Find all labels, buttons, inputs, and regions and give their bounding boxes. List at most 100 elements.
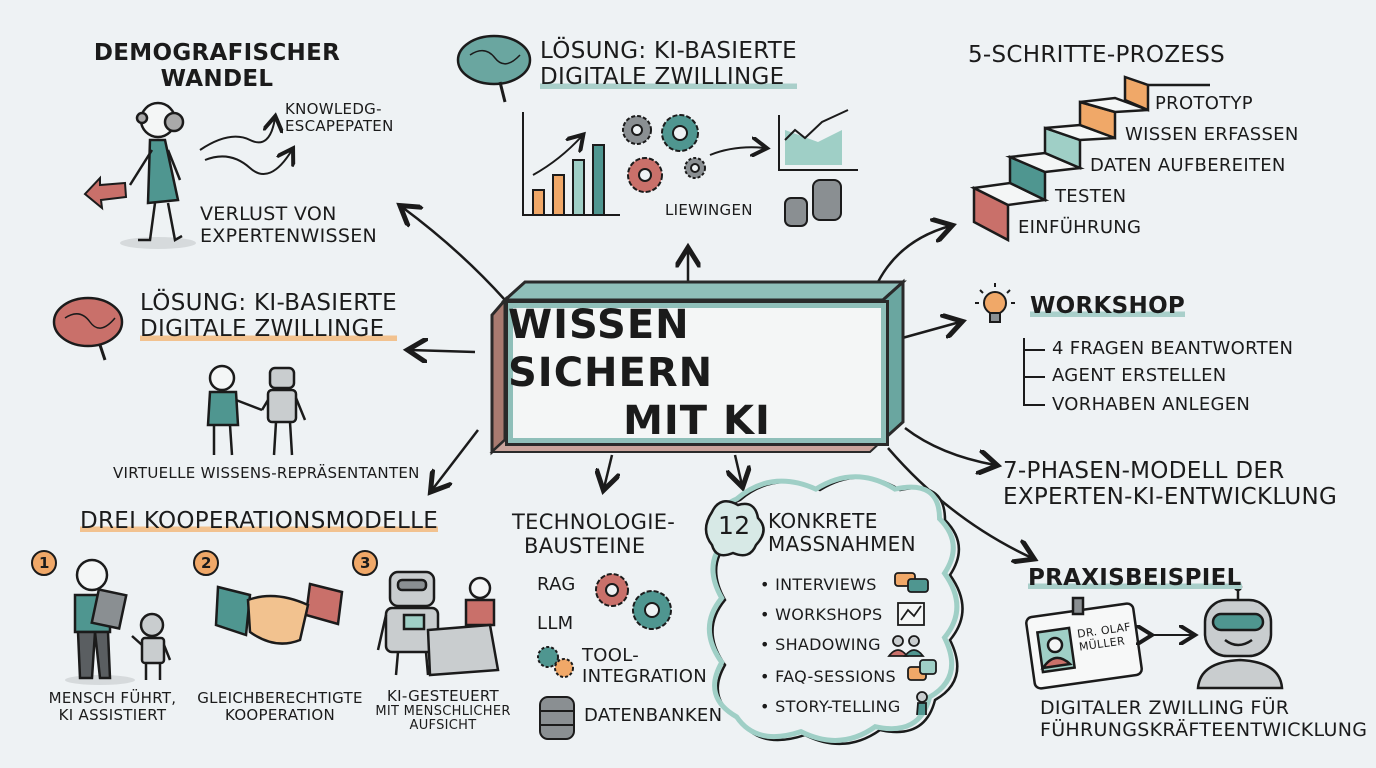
technologie-title-line1: TECHNOLOGIE- bbox=[512, 510, 676, 534]
technologie-title-line2: BAUSTEINE bbox=[524, 534, 646, 559]
human-leads-icon bbox=[65, 558, 172, 685]
praxis-caption: DIGITALER ZWILLING FÜR FÜHRUNGSKRÄFTEENT… bbox=[1040, 697, 1368, 742]
center-title-line1: WISSEN SICHERN bbox=[508, 302, 714, 396]
brain-icon-teal bbox=[456, 34, 532, 103]
massnahme-item-3: • SHADOWING bbox=[760, 635, 881, 654]
stairs-icon bbox=[969, 75, 1210, 243]
brain-icon-red bbox=[52, 296, 124, 361]
model-2-line2: KOOPERATION bbox=[225, 706, 335, 725]
arrow-process bbox=[876, 226, 950, 283]
praxis-caption-line1: DIGITALER ZWILLING FÜR bbox=[1040, 697, 1290, 719]
model-3-line2: MIT MENSCHLICHER bbox=[375, 703, 511, 719]
massnahmen-title-line1: KONKRETE bbox=[768, 509, 878, 533]
arrow-phasen bbox=[904, 427, 995, 465]
workshop-tree-lines bbox=[1023, 338, 1045, 406]
robot-controls-icon bbox=[376, 570, 500, 677]
model-1-number: 1 bbox=[39, 554, 50, 572]
knowledge-note-line2: ESCAPEPATEN bbox=[285, 117, 394, 136]
workshop-item-3: VORHABEN ANLEGEN bbox=[1052, 394, 1251, 415]
solution-top-title-line1: LÖSUNG: KI-BASIERTE bbox=[540, 38, 797, 64]
demografie-title: DEMOGRAFISCHER WANDEL bbox=[92, 40, 342, 93]
tech-tool-line2: INTEGRATION bbox=[582, 665, 708, 687]
process-step-2: WISSEN ERFASSEN bbox=[1125, 124, 1299, 145]
solution-top-title: LÖSUNG: KI-BASIERTE DIGITALE ZWILLINGE bbox=[540, 38, 797, 91]
arrow-praxis bbox=[887, 447, 1032, 558]
process-step-4: TESTEN bbox=[1055, 186, 1127, 207]
handshake-icon bbox=[214, 582, 344, 645]
tech-llm: LLM bbox=[537, 613, 574, 634]
model-3-line1: KI-GESTEUERT bbox=[386, 687, 500, 705]
praxis-title: PRAXISBEISPIEL bbox=[1028, 565, 1242, 592]
arrow-workshop bbox=[894, 322, 960, 342]
solution-top-label: LIEWINGEN bbox=[665, 201, 753, 219]
model-2-line1: GLEICHBERECHTIGTE bbox=[197, 689, 363, 707]
human-robot-handshake-icon bbox=[206, 364, 307, 456]
workshop-title: WORKSHOP bbox=[1030, 293, 1186, 320]
solution-top-title-line2: DIGITALE ZWILLINGE bbox=[540, 64, 797, 91]
model-2-caption: GLEICHBERECHTIGTE KOOPERATION bbox=[195, 689, 365, 725]
center-title-line2: MIT KI bbox=[623, 398, 771, 444]
massnahme-item-4: • FAQ-SESSIONS bbox=[760, 667, 896, 686]
workshop-item-2: AGENT ERSTELLEN bbox=[1052, 365, 1227, 386]
massnahmen-title-line2: MASSNAHMEN bbox=[768, 532, 916, 556]
datenbanken-icon bbox=[539, 696, 575, 740]
model-3-number: 3 bbox=[360, 554, 371, 572]
massnahme-item-1: • INTERVIEWS bbox=[760, 575, 877, 594]
tool-gears-icon bbox=[537, 646, 574, 678]
tech-tool-line1: TOOL- bbox=[582, 645, 640, 666]
process-title: 5-SCHRITTE-PROZESS bbox=[968, 42, 1226, 68]
model-1-line2: KI ASSISTIERT bbox=[58, 706, 167, 725]
database-icon bbox=[784, 179, 842, 227]
flow-arrows-icon bbox=[199, 118, 292, 175]
arrow-technologie bbox=[604, 454, 612, 488]
technologie-title: TECHNOLOGIE- BAUSTEINE bbox=[512, 510, 675, 558]
process-step-5: EINFÜHRUNG bbox=[1018, 217, 1142, 238]
kooperation-title: DREI KOOPERATIONSMODELLE bbox=[80, 508, 439, 535]
arrow-solution-left bbox=[410, 350, 476, 352]
massnahmen-icons bbox=[887, 572, 937, 716]
model-1-caption: MENSCH FÜHRT, KI ASSISTIERT bbox=[45, 689, 180, 725]
bar-chart-icon bbox=[522, 112, 620, 216]
workshop-item-1: 4 FRAGEN BEANTWORTEN bbox=[1052, 338, 1294, 359]
process-step-3: DATEN AUFBEREITEN bbox=[1090, 155, 1286, 176]
solution-left-title-line1: LÖSUNG: KI-BASIERTE bbox=[140, 290, 397, 316]
demografie-title-line1: DEMOGRAFISCHER bbox=[93, 40, 341, 66]
model-1-line1: MENSCH FÜHRT, bbox=[48, 689, 177, 707]
arrow-demografie bbox=[402, 207, 506, 301]
robot-icon-praxis bbox=[1196, 582, 1284, 690]
tech-tool-integration: TOOL- INTEGRATION bbox=[582, 645, 708, 687]
knowledge-note: KNOWLEDG- ESCAPEPATEN bbox=[285, 100, 394, 136]
exit-arrow-icon bbox=[83, 175, 128, 211]
demografie-caption: VERLUST VON EXPERTENWISSEN bbox=[200, 203, 378, 248]
massnahmen-title: KONKRETE MASSNAHMEN bbox=[768, 510, 916, 556]
massnahmen-count: 12 bbox=[718, 511, 751, 540]
solution-left-caption: VIRTUELLE WISSENS-REPRÄSENTANTEN bbox=[113, 464, 420, 482]
tech-datenbanken: DATENBANKEN bbox=[584, 705, 723, 726]
center-title-box: WISSEN SICHERN MIT KI bbox=[505, 300, 889, 446]
center-box-top bbox=[501, 280, 907, 302]
massnahme-item-2: • WORKSHOPS bbox=[760, 605, 883, 624]
model-2-number: 2 bbox=[201, 554, 212, 572]
demografie-caption-line2: EXPERTENWISSEN bbox=[200, 224, 378, 247]
solution-left-title: LÖSUNG: KI-BASIERTE DIGITALE ZWILLINGE bbox=[140, 290, 397, 343]
process-step-1: PROTOTYP bbox=[1155, 93, 1253, 114]
phasen-line1: 7-PHASEN-MODELL DER bbox=[1003, 458, 1285, 484]
phasen-line2: EXPERTEN-KI-ENTWICKLUNG bbox=[1003, 484, 1338, 511]
solution-left-title-line2: DIGITALE ZWILLINGE bbox=[140, 316, 397, 343]
gears-icon bbox=[622, 114, 706, 193]
elderly-person-icon bbox=[120, 101, 196, 249]
tech-rag: RAG bbox=[537, 574, 576, 595]
id-badge-icon bbox=[1025, 596, 1143, 690]
phasen-model: 7-PHASEN-MODELL DER EXPERTEN-KI-ENTWICKL… bbox=[1003, 458, 1337, 511]
knowledge-note-line1: KNOWLEDG- bbox=[285, 100, 382, 118]
line-chart-icon bbox=[778, 109, 858, 171]
arrow-kooperation bbox=[432, 429, 479, 490]
demografie-title-line2: WANDEL bbox=[160, 66, 274, 93]
praxis-caption-line2: FÜHRUNGSKRÄFTEENTWICKLUNG bbox=[1040, 718, 1368, 741]
demografie-caption-line1: VERLUST VON bbox=[200, 203, 337, 225]
lightbulb-icon bbox=[975, 283, 1015, 323]
twelve-badge-cloud bbox=[704, 500, 765, 557]
center-box-left bbox=[490, 295, 507, 456]
model-3-caption: KI-GESTEUERT MIT MENSCHLICHER AUFSICHT bbox=[368, 688, 518, 733]
tech-gears-icon bbox=[595, 573, 672, 630]
